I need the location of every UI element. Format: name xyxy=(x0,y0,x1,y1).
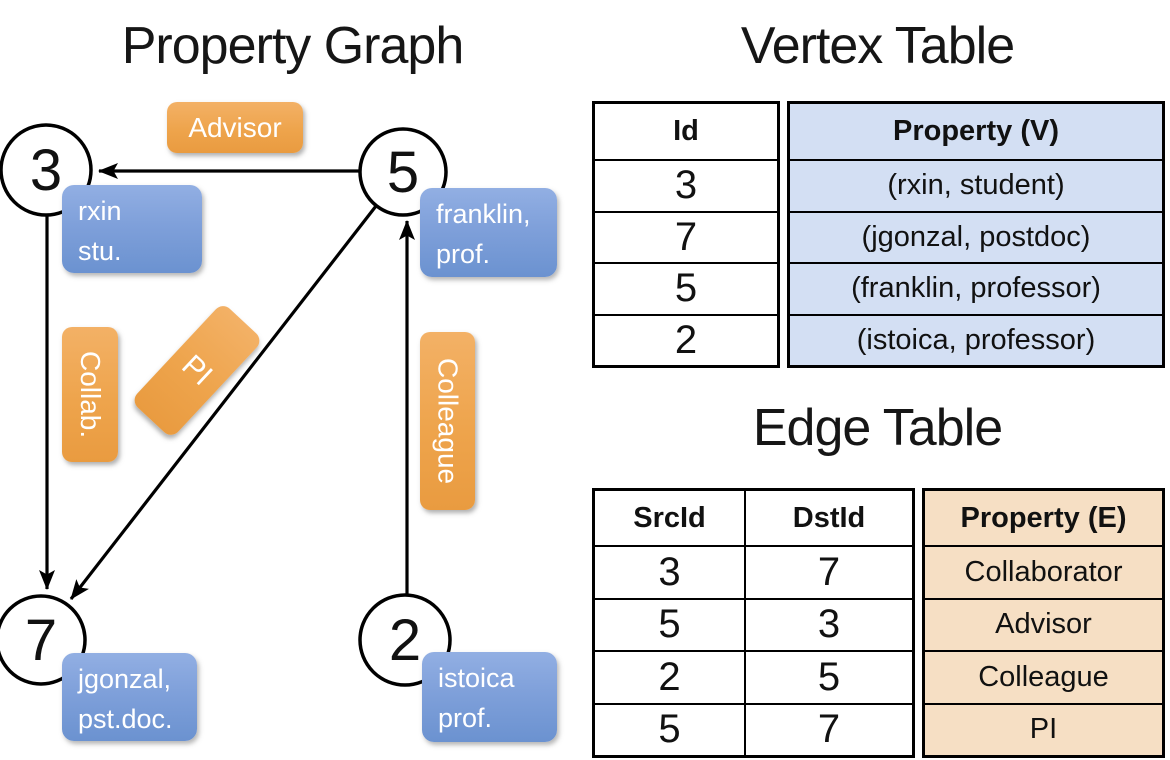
property-graph-title: Property Graph xyxy=(121,17,465,75)
vertex-table-id-cell: 7 xyxy=(595,210,777,263)
vertex-label-jgonzal-line2: pst.doc. xyxy=(78,703,173,734)
vertex-table-property-cell: (franklin, professor) xyxy=(790,262,1162,314)
edge-table-dstid-cell: 7 xyxy=(744,704,912,755)
vertex-label-franklin-line1: franklin, xyxy=(436,199,531,229)
edge-table-srcid-cell: 3 xyxy=(658,549,681,594)
vertex-label-jgonzal-line1: jgonzal, xyxy=(78,664,172,694)
vertex-table-property-cell: (jgonzal, postdoc) xyxy=(790,210,1162,263)
edge-table-property-cell: PI xyxy=(925,702,1162,756)
vertex-id-7: 7 xyxy=(25,608,57,673)
vertex-table-property-cell: (istoica, professor) xyxy=(790,313,1162,366)
vertex-id-5: 5 xyxy=(387,140,419,205)
edge-table-dstid-cell: 5 xyxy=(744,652,912,703)
edge-table-srcid-header: SrcId xyxy=(633,501,706,534)
vertex-label-istoica-line1: istoica xyxy=(438,663,515,693)
edge-table-srcid-cell: 5 xyxy=(658,707,681,752)
vertex-label-rxin: rxin stu. xyxy=(62,185,202,273)
edge-table-property-cell: Colleague xyxy=(925,650,1162,703)
edge-label-collab: Collab. xyxy=(62,327,118,462)
vertex-table-id-column: Id 3 7 5 2 xyxy=(592,101,780,368)
vertex-table-id-cell: 3 xyxy=(595,159,777,211)
vertex-table-id-cell: 5 xyxy=(595,262,777,314)
edge-table-dstid-cell: 3 xyxy=(744,599,912,650)
vertex-table-id-cell: 2 xyxy=(595,313,777,366)
vertex-table-property-header: Property (V) xyxy=(893,115,1059,147)
vertex-table-id-header: Id xyxy=(673,115,699,147)
vertex-label-franklin: franklin, prof. xyxy=(420,188,557,277)
vertex-table-property-cell: (rxin, student) xyxy=(790,159,1162,211)
edge-table-property-header: Property (E) xyxy=(960,501,1127,534)
edge-table-title: Edge Table xyxy=(752,399,1003,457)
edge-table-srcid-cell: 2 xyxy=(658,654,681,699)
edge-table-property-cell: Collaborator xyxy=(925,545,1162,598)
vertex-table-title: Vertex Table xyxy=(740,17,1015,75)
property-graph-canvas: 3 5 7 2 xyxy=(0,123,452,687)
vertex-label-rxin-line2: stu. xyxy=(78,235,122,266)
vertex-label-istoica: istoica prof. xyxy=(422,652,557,742)
vertex-label-rxin-line1: rxin xyxy=(78,196,122,226)
edge-table-property-column: Property (E) Collaborator Advisor Collea… xyxy=(922,488,1165,758)
edge-table-dstid-cell: 7 xyxy=(744,547,912,598)
edge-label-advisor: Advisor xyxy=(167,102,303,153)
vertex-label-jgonzal: jgonzal, pst.doc. xyxy=(62,653,197,741)
vertex-label-istoica-line2: prof. xyxy=(438,702,493,733)
edge-table-property-cell: Advisor xyxy=(925,597,1162,651)
edge-label-colleague: Colleague xyxy=(420,332,475,510)
edge-table-srcid-cell: 5 xyxy=(658,602,681,647)
edge-table-id-columns: SrcId DstId 3 7 5 3 2 5 5 7 xyxy=(592,488,915,758)
vertex-id-3: 3 xyxy=(30,138,62,203)
vertex-id-2: 2 xyxy=(389,608,421,673)
edge-pi-5-to-7 xyxy=(69,205,378,600)
vertex-table-property-column: Property (V) (rxin, student) (jgonzal, p… xyxy=(787,101,1165,368)
edge-table-dstid-header: DstId xyxy=(744,491,912,545)
vertex-label-franklin-line2: prof. xyxy=(436,238,491,269)
